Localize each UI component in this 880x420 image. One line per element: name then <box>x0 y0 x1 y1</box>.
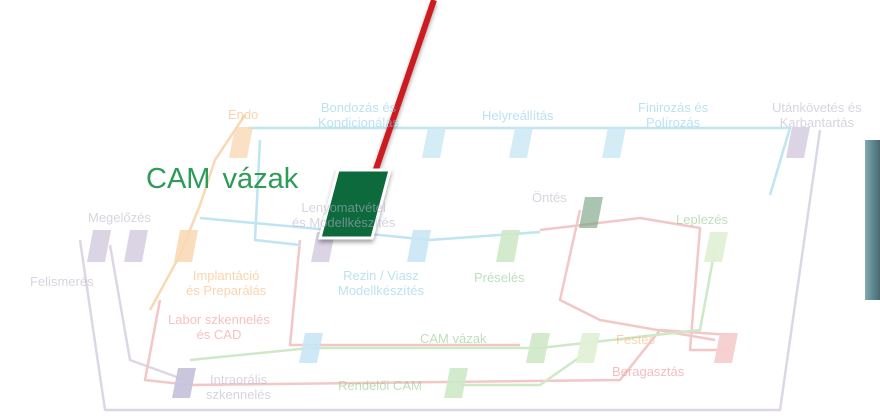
label-finirozas: Finirozás és Polírozás <box>638 100 709 130</box>
red-track-c <box>539 216 730 352</box>
grey-track-inner <box>108 244 186 382</box>
station-labor <box>299 333 323 363</box>
label-felismeres: Felismerés <box>30 274 94 289</box>
blue-track-lower <box>199 216 541 242</box>
side-photo-edge <box>865 140 880 300</box>
station-preseles <box>496 230 520 262</box>
highlight-lines <box>0 0 670 240</box>
route-tracks <box>78 114 822 412</box>
station-cam-small-b <box>576 333 600 363</box>
red-track-b <box>288 239 520 347</box>
label-bondozas: Bondozás és Kondicionálás <box>318 100 399 130</box>
station-leplezes <box>704 232 728 262</box>
label-endo: Endo <box>228 107 259 122</box>
stations <box>87 127 810 398</box>
red-track-d <box>558 209 716 342</box>
station-intraoralis <box>172 368 196 398</box>
station-megelozes-b <box>124 230 148 262</box>
station-cam-small-a <box>526 333 550 363</box>
station-megelozes-a <box>87 230 111 262</box>
label-preseles: Préselés <box>474 270 525 285</box>
active-station-title: CAM vázak <box>146 163 299 195</box>
label-rezin: Rezin / Viasz Modellkészítés <box>338 268 424 298</box>
teal-track <box>253 139 301 247</box>
station-rezin <box>407 230 431 262</box>
station-helyreallitas <box>509 127 533 158</box>
label-leplezes: Leplezés <box>676 212 729 227</box>
label-utankovetes: Utánkövetés és Karbantartás <box>772 100 862 130</box>
label-lenyomatvetel: Lenyomatvétel és Modellkészítés <box>292 200 396 230</box>
cam-vazak-active-station <box>318 168 392 240</box>
label-cam-vazak-small: CAM vázak <box>420 331 487 346</box>
green-track-b <box>460 348 591 387</box>
station-utankovetes <box>786 127 810 158</box>
label-festes: Festés <box>616 332 656 347</box>
label-megelozes: Megelőzés <box>88 210 151 225</box>
station-rendeloi <box>444 368 468 398</box>
station-beragasztas <box>714 333 738 363</box>
red-track-a <box>143 299 731 387</box>
label-beragasztas: Beragasztás <box>612 364 685 379</box>
label-helyreallitas: Helyreállítás <box>482 108 554 123</box>
label-labor: Labor szkennelés és CAD <box>168 312 270 342</box>
station-finirozas <box>602 127 626 158</box>
label-rendeloi-cam: Rendelői CAM <box>338 378 422 393</box>
label-implantacio: Implantáció és Preparálás <box>186 268 267 298</box>
station-bondozas <box>422 127 446 158</box>
grey-track-outer <box>78 129 822 412</box>
label-intraoralis: Intraorális szkennelés <box>206 372 272 402</box>
station-endo <box>229 127 253 158</box>
label-ontes: Öntés <box>532 190 567 205</box>
station-implantacio <box>174 230 198 262</box>
